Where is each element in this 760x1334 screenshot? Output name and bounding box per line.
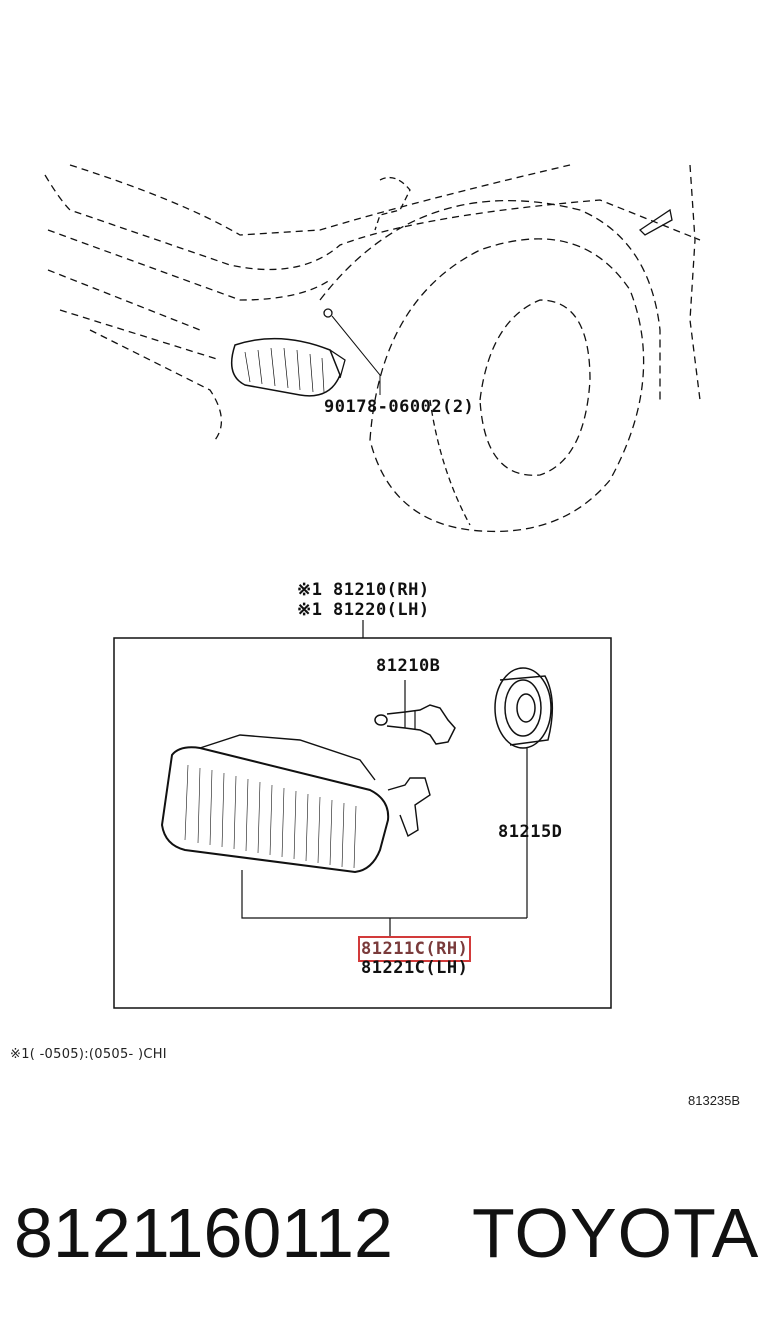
- assy-mark-lh: ※1: [297, 600, 323, 620]
- illustration-code: 813235B: [688, 1093, 741, 1108]
- bulb: [374, 680, 456, 745]
- callout-assy-lh: 81220(LH): [333, 600, 430, 620]
- assy-mark-rh: ※1: [297, 580, 323, 600]
- vehicle-front-illustration: [44, 164, 701, 533]
- applicability-footnote: ※1( -0505):(0505- )CHI: [10, 1047, 167, 1062]
- socket-ring: [494, 667, 554, 918]
- part-number: 8121160112: [14, 1194, 393, 1272]
- callout-bulb: 81210B: [376, 656, 441, 676]
- callout-bolt: 90178-06002(2): [324, 397, 475, 417]
- callout-socket: 81215D: [498, 822, 563, 842]
- callout-assy-rh: 81210(RH): [333, 580, 430, 600]
- callout-lens-lh: 81221C(LH): [361, 958, 469, 978]
- brand-name: TOYOTA: [472, 1194, 760, 1272]
- callout-lens-rh-highlighted[interactable]: 81211C(RH): [357, 936, 472, 962]
- fog-lamp-lens: [160, 734, 431, 874]
